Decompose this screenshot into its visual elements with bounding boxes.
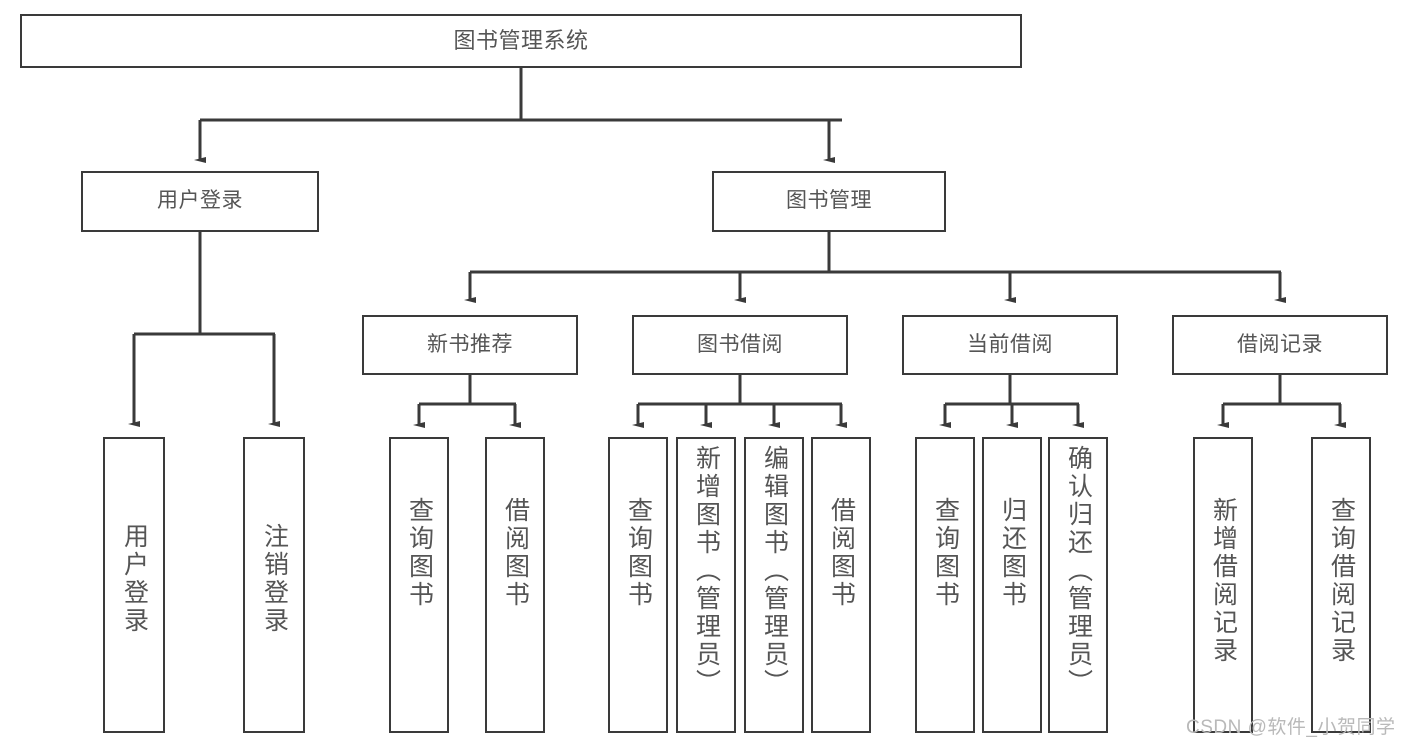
node-leaf-add-book[interactable]: 新增图书（管理员） [676, 437, 736, 733]
node-leaf-query-book-3[interactable]: 查询图书 [915, 437, 975, 733]
node-label: 查询图书 [624, 497, 653, 609]
node-leaf-query-record[interactable]: 查询借阅记录 [1311, 437, 1371, 733]
node-current-borrow[interactable]: 当前借阅 [902, 315, 1118, 375]
node-label: 图书借阅 [697, 332, 783, 356]
node-label: 编辑图书（管理员） [760, 445, 789, 697]
node-label: 查询图书 [405, 497, 434, 609]
node-leaf-edit-book[interactable]: 编辑图书（管理员） [744, 437, 804, 733]
node-label: 查询图书 [931, 497, 960, 609]
node-label: 新增图书（管理员） [692, 445, 721, 697]
watermark-csdn: CSDN @软件_小贺同学 [1186, 717, 1396, 738]
node-leaf-query-book-1[interactable]: 查询图书 [389, 437, 449, 733]
node-label: 用户登录 [120, 523, 149, 635]
node-leaf-borrow-book-1[interactable]: 借阅图书 [485, 437, 545, 733]
node-label: 借阅图书 [827, 497, 856, 609]
node-label: 归还图书 [998, 497, 1027, 609]
node-leaf-borrow-book-2[interactable]: 借阅图书 [811, 437, 871, 733]
node-leaf-add-record[interactable]: 新增借阅记录 [1193, 437, 1253, 733]
node-leaf-return-book[interactable]: 归还图书 [982, 437, 1042, 733]
node-borrow-record[interactable]: 借阅记录 [1172, 315, 1388, 375]
node-label: 新增借阅记录 [1209, 497, 1238, 665]
node-label: 借阅图书 [501, 497, 530, 609]
node-leaf-query-book-2[interactable]: 查询图书 [608, 437, 668, 733]
node-book-borrow[interactable]: 图书借阅 [632, 315, 848, 375]
node-label: 图书管理系统 [453, 28, 589, 54]
node-leaf-user-login[interactable]: 用户登录 [103, 437, 165, 733]
node-label: 查询借阅记录 [1327, 497, 1356, 665]
node-label: 新书推荐 [427, 332, 513, 356]
node-new-book-recommend[interactable]: 新书推荐 [362, 315, 578, 375]
node-label: 当前借阅 [967, 332, 1053, 356]
node-leaf-confirm-return[interactable]: 确认归还（管理员） [1048, 437, 1108, 733]
node-label: 确认归还（管理员） [1064, 445, 1093, 697]
node-label: 图书管理 [786, 189, 872, 213]
node-user-login[interactable]: 用户登录 [81, 171, 319, 232]
node-root-system[interactable]: 图书管理系统 [20, 14, 1022, 68]
node-label: 注销登录 [260, 523, 289, 635]
node-label: 用户登录 [157, 189, 243, 213]
node-label: 借阅记录 [1237, 332, 1323, 356]
node-book-management[interactable]: 图书管理 [712, 171, 946, 232]
node-leaf-logout-login[interactable]: 注销登录 [243, 437, 305, 733]
